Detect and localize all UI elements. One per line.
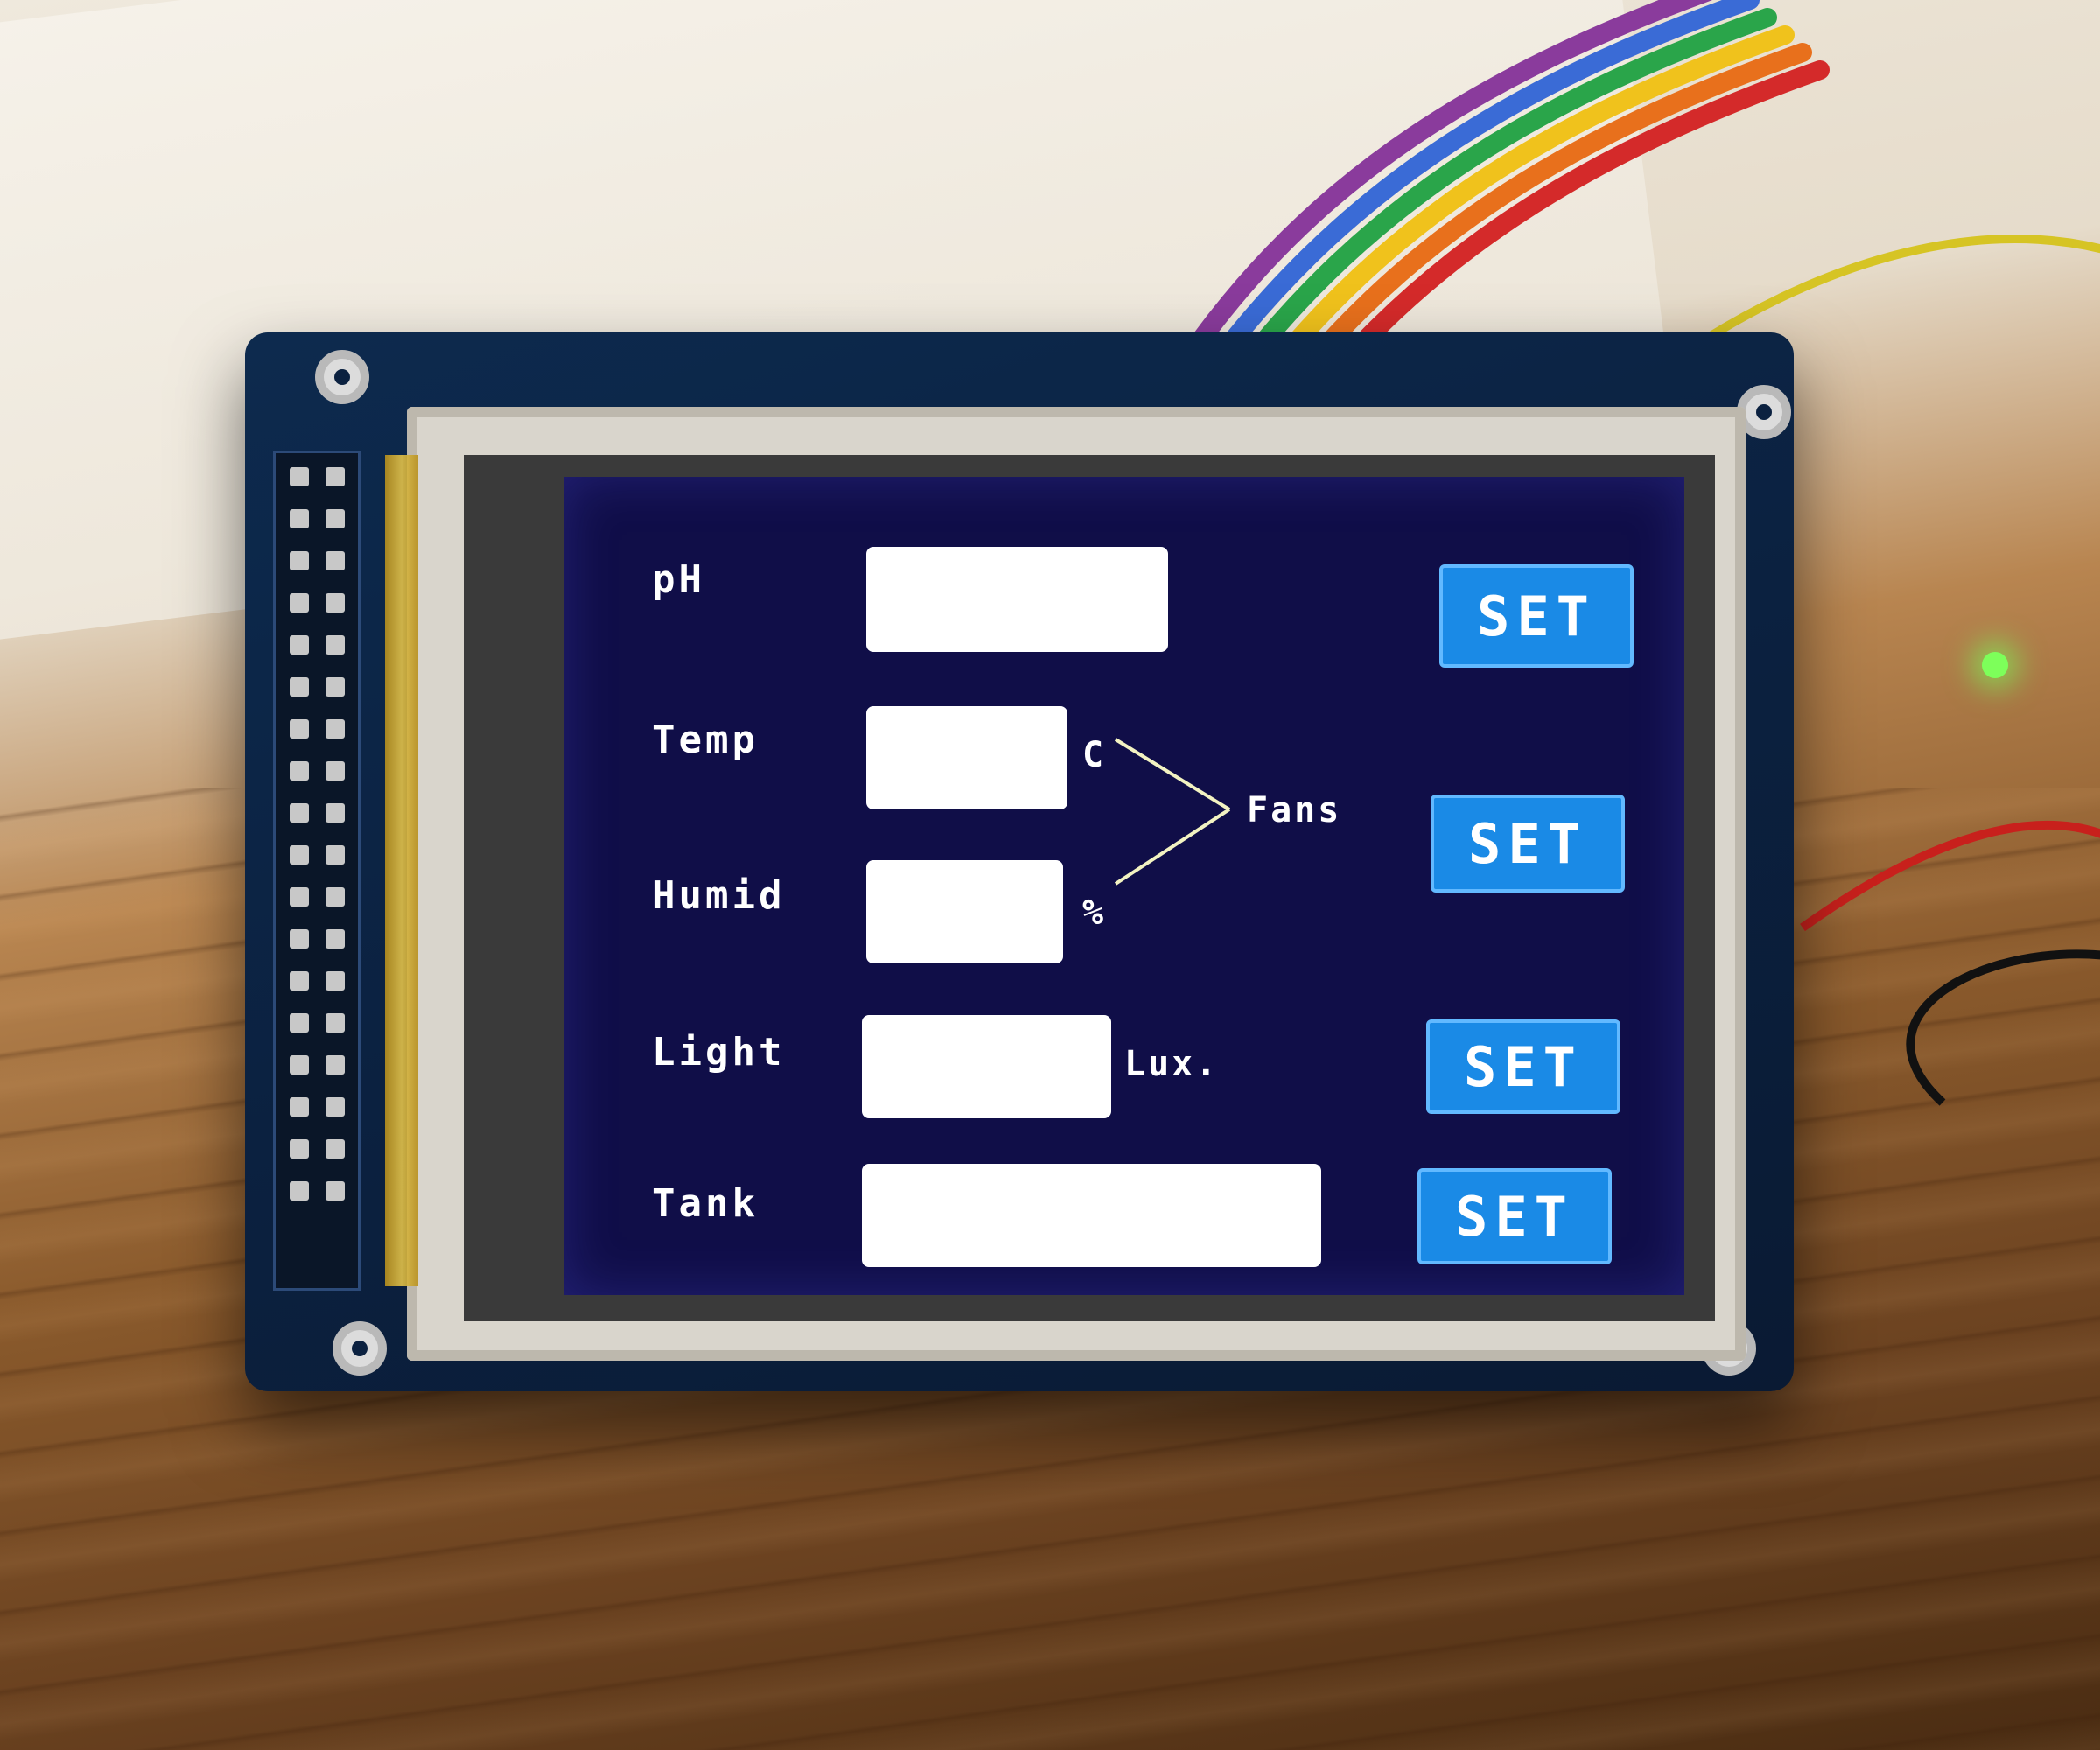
value-field-temp[interactable] bbox=[866, 706, 1068, 809]
label-humid: Humid bbox=[652, 873, 786, 918]
mount-hole-top-left bbox=[315, 350, 369, 404]
pin-header bbox=[273, 451, 360, 1291]
unit-light: Lux. bbox=[1124, 1044, 1220, 1084]
label-ph: pH bbox=[652, 557, 705, 602]
set-button-fans[interactable]: SET bbox=[1431, 794, 1625, 892]
value-field-tank[interactable] bbox=[862, 1164, 1321, 1267]
flex-ribbon bbox=[385, 455, 418, 1286]
unit-humid: % bbox=[1082, 892, 1107, 933]
set-button-ph[interactable]: SET bbox=[1439, 564, 1634, 668]
status-led bbox=[1982, 652, 2008, 678]
unit-temp: C bbox=[1082, 735, 1107, 775]
label-tank: Tank bbox=[652, 1181, 759, 1226]
label-fans: Fans bbox=[1247, 790, 1342, 830]
value-field-light[interactable] bbox=[862, 1015, 1111, 1118]
label-temp: Temp bbox=[652, 718, 759, 762]
value-field-humid[interactable] bbox=[866, 860, 1063, 963]
mount-hole-bottom-left bbox=[332, 1321, 387, 1376]
fans-connector-lines bbox=[1114, 738, 1231, 886]
tft-screen: pH SET Temp C Humid % Fans SET Light Lux… bbox=[564, 477, 1684, 1295]
value-field-ph[interactable] bbox=[866, 547, 1168, 652]
set-button-tank[interactable]: SET bbox=[1418, 1168, 1612, 1264]
set-button-light[interactable]: SET bbox=[1426, 1019, 1620, 1114]
label-light: Light bbox=[652, 1030, 786, 1074]
